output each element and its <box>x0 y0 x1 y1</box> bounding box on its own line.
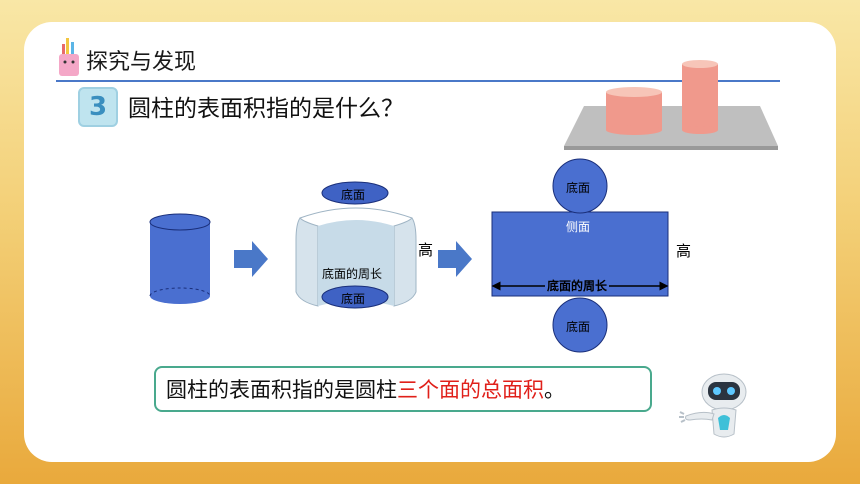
pencil-cup-icon <box>59 38 79 76</box>
net-perimeter-label: 底面的周长 <box>545 277 610 294</box>
net-side-label: 侧面 <box>566 220 591 234</box>
answer-prefix: 圆柱的表面积指的是圆柱 <box>166 378 397 402</box>
net-top-circle-label: 底面 <box>566 181 591 195</box>
net-bottom-circle-label: 底面 <box>566 320 591 334</box>
arrow-right-icon <box>234 241 268 277</box>
solid-cylinder <box>149 213 211 304</box>
unrolled-cylinder <box>295 181 417 309</box>
section-title: 探究与发现 <box>86 50 197 75</box>
answer-suffix: 。 <box>544 378 565 402</box>
height-label: 高 <box>418 241 434 259</box>
question-number-badge: 3 <box>78 87 118 127</box>
robot-assistant-icon <box>679 373 747 438</box>
question-text: 圆柱的表面积指的是什么？ <box>128 96 404 122</box>
top-base-ellipse <box>321 181 389 205</box>
answer-box: 圆柱的表面积指的是圆柱三个面的总面积。 <box>154 366 652 412</box>
cylinders-on-board-illustration <box>564 60 778 150</box>
perimeter-label: 底面的周长 <box>322 267 383 281</box>
bottom-base-ellipse <box>321 285 389 309</box>
header-divider <box>56 80 780 82</box>
top-circle <box>552 158 608 214</box>
top-base-label: 底面 <box>341 188 366 202</box>
answer-highlight: 三个面的总面积 <box>397 378 544 402</box>
bottom-base-label: 底面 <box>341 292 366 306</box>
net-height-label: 高 <box>676 242 692 260</box>
arrow-right-icon <box>438 241 472 277</box>
bottom-circle <box>552 297 608 353</box>
